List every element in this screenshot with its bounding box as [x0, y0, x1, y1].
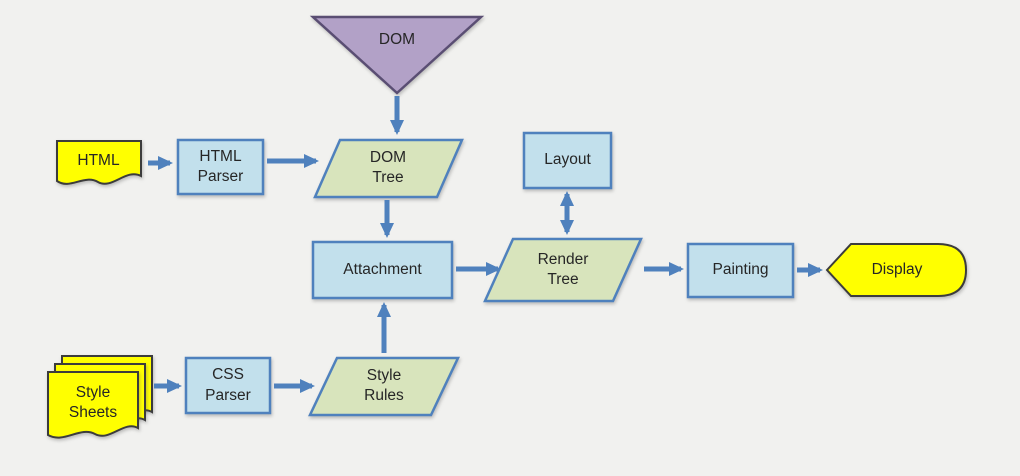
render-tree-shape — [483, 237, 643, 303]
css-parser-shape — [184, 356, 272, 415]
html-parser-shape — [176, 138, 265, 196]
style-sheet-front-shape — [47, 371, 139, 439]
layout-shape — [522, 131, 613, 190]
dom-triangle-shape — [309, 15, 485, 95]
style-rules-shape — [308, 356, 460, 417]
dom-tree-shape — [313, 138, 464, 199]
html-document-shape — [56, 140, 142, 185]
display-shape — [825, 243, 968, 297]
painting-shape — [686, 242, 795, 299]
style-sheets-stack-shape — [47, 355, 153, 439]
attachment-shape — [311, 240, 454, 300]
